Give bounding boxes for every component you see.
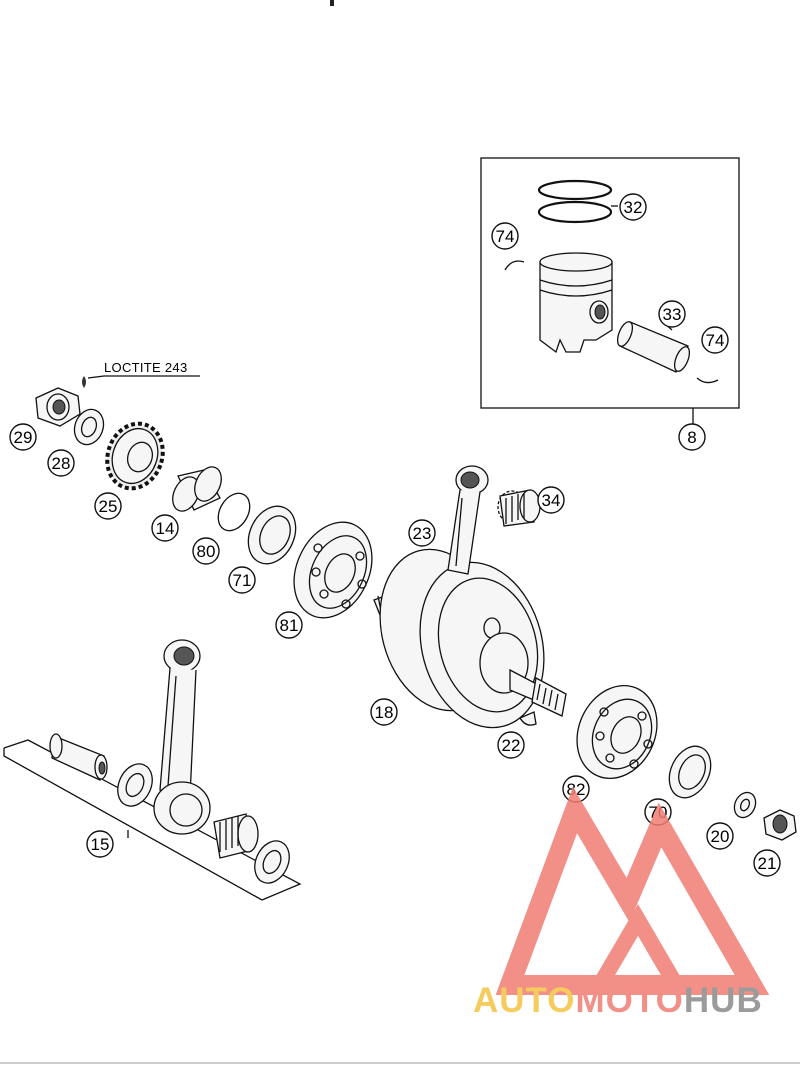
svg-text:20: 20 — [711, 827, 730, 846]
oring-80 — [217, 492, 251, 532]
nut-29 — [35, 387, 81, 427]
callout-25: 25 — [94, 492, 122, 520]
callout-14: 14 — [151, 514, 179, 542]
callout-74-left: 74 — [491, 222, 519, 250]
loctite-note: LOCTITE 243 — [82, 360, 200, 388]
bushing-14 — [172, 466, 222, 512]
svg-text:22: 22 — [502, 736, 521, 755]
svg-text:74: 74 — [706, 331, 725, 350]
svg-text:14: 14 — [156, 519, 175, 538]
needle-bearing-34 — [497, 489, 541, 527]
svg-text:32: 32 — [624, 198, 643, 217]
top-artifact — [330, 0, 334, 6]
piston — [539, 252, 613, 354]
seal-71 — [247, 505, 297, 565]
callout-29: 29 — [9, 423, 37, 451]
bearing-82 — [576, 684, 658, 780]
conrod-kit-15 — [3, 639, 302, 901]
washer-20 — [733, 791, 757, 819]
callout-28: 28 — [47, 449, 75, 477]
crankshaft-18 — [373, 548, 567, 729]
callout-23: 23 — [408, 519, 436, 547]
svg-text:8: 8 — [687, 428, 696, 447]
seal-70 — [668, 745, 712, 799]
svg-text:25: 25 — [99, 497, 118, 516]
callout-81: 81 — [275, 611, 303, 639]
svg-text:80: 80 — [197, 542, 216, 561]
bearing-81 — [293, 521, 373, 619]
svg-text:74: 74 — [496, 227, 515, 246]
piston-rings — [537, 179, 618, 224]
watermark-text: AUTOMOTOHUB — [473, 981, 763, 1020]
callout-18: 18 — [370, 698, 398, 726]
callout-32: 32 — [619, 193, 647, 221]
svg-text:15: 15 — [91, 835, 110, 854]
svg-text:21: 21 — [758, 854, 777, 873]
piston-kit-box — [480, 157, 740, 424]
connecting-rod — [447, 465, 489, 575]
callout-22: 22 — [497, 731, 525, 759]
svg-text:29: 29 — [14, 428, 33, 447]
key-22 — [519, 711, 537, 726]
svg-text:23: 23 — [413, 524, 432, 543]
callout-80: 80 — [192, 537, 220, 565]
callout-20: 20 — [706, 822, 734, 850]
automotohub-logo: AUTOMOTOHUB — [473, 786, 770, 1020]
svg-text:34: 34 — [542, 491, 561, 510]
callout-33: 33 — [658, 300, 686, 328]
callout-71: 71 — [228, 566, 256, 594]
piston-pin — [616, 321, 691, 373]
svg-text:28: 28 — [52, 454, 71, 473]
nut-21 — [763, 809, 797, 841]
loctite-note-text: LOCTITE 243 — [104, 360, 188, 375]
callout-21: 21 — [753, 849, 781, 877]
gear-25 — [105, 421, 165, 491]
svg-text:18: 18 — [375, 703, 394, 722]
callout-15: 15 — [86, 830, 114, 858]
circlip-right — [696, 377, 719, 384]
svg-text:81: 81 — [280, 616, 299, 635]
svg-text:71: 71 — [233, 571, 252, 590]
svg-text:33: 33 — [663, 305, 682, 324]
circlip-left — [504, 260, 525, 271]
washer-28 — [73, 408, 105, 446]
callout-8: 8 — [678, 423, 706, 451]
callout-74-right: 74 — [701, 326, 729, 354]
callout-34: 34 — [537, 486, 565, 514]
